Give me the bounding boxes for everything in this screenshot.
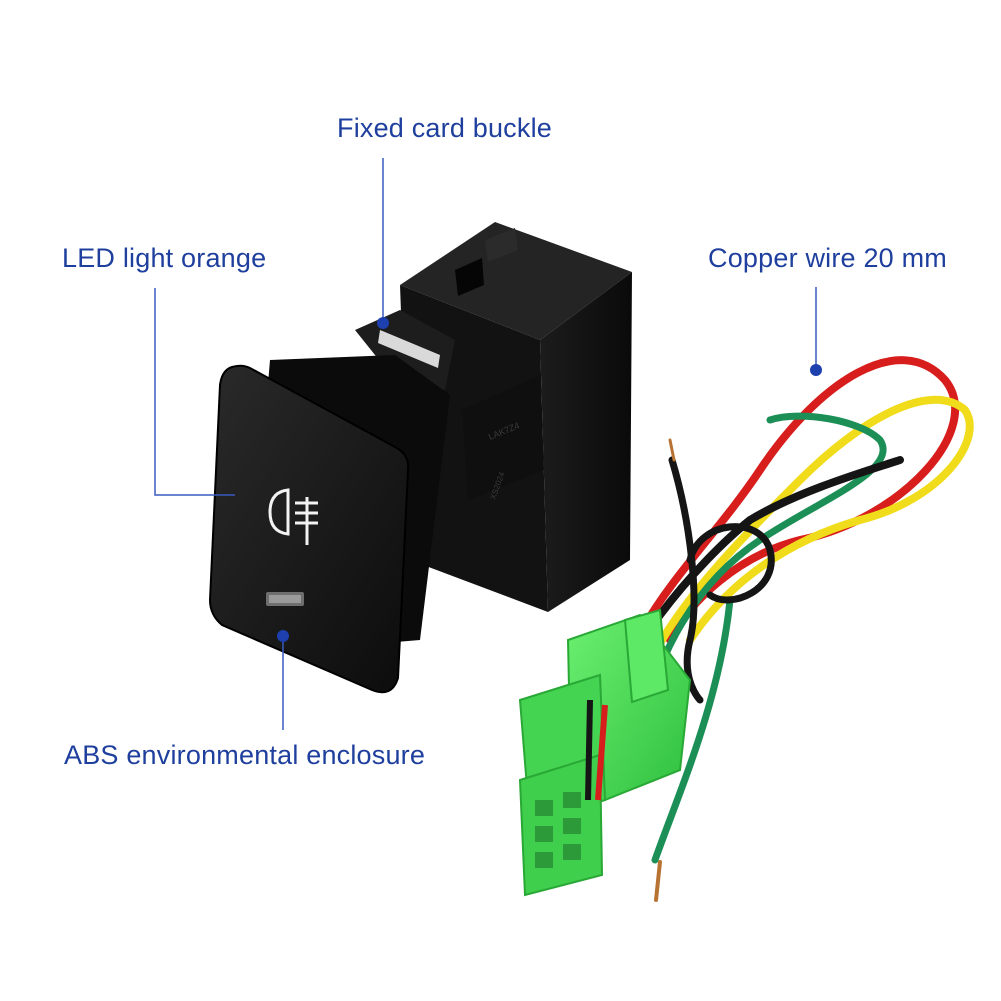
label-fixed-card-buckle: Fixed card buckle <box>337 113 552 143</box>
label-copper-wire: Copper wire 20 mm <box>708 243 947 273</box>
leader-dot-copper <box>810 364 822 376</box>
callout-lines <box>154 158 822 730</box>
leader-dot-buckle <box>377 317 389 329</box>
green-connector <box>518 608 692 897</box>
label-abs-enclosure: ABS environmental enclosure <box>64 740 426 770</box>
label-led-light-orange: LED light orange <box>62 243 267 273</box>
leader-line-led <box>154 288 235 496</box>
switch-face <box>208 364 410 694</box>
fog-light-icon <box>268 488 318 545</box>
leader-dot-abs <box>277 630 289 642</box>
